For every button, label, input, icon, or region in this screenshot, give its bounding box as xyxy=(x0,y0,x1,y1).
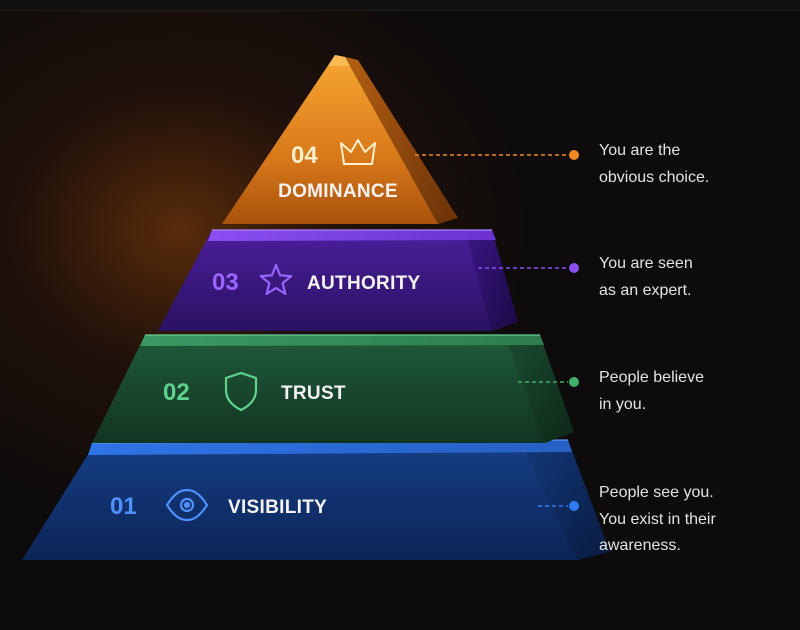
connector-visibility xyxy=(538,501,579,511)
description-line: You exist in their xyxy=(599,510,716,528)
tier-trust xyxy=(92,334,574,443)
connector-dot-visibility xyxy=(569,501,579,511)
top-bar xyxy=(0,0,800,11)
connector-dominance xyxy=(415,150,579,160)
shield-icon xyxy=(224,371,258,412)
description-dominance: You are the obvious choice. xyxy=(599,138,779,191)
description-visibility: People see you. You exist in their aware… xyxy=(599,480,779,560)
description-line: People believe xyxy=(599,369,704,386)
star-icon xyxy=(259,263,293,296)
tier-number-trust: 02 xyxy=(163,379,190,406)
tier-label-dominance: DOMINANCE xyxy=(278,181,398,202)
description-line: You are seen xyxy=(599,255,693,272)
description-trust: People believe in you. xyxy=(599,365,779,418)
description-line: awareness. xyxy=(599,537,681,554)
description-line: as an expert. xyxy=(599,281,692,299)
description-authority: You are seen as an expert. xyxy=(599,251,779,304)
tier-number-dominance: 04 xyxy=(291,142,318,169)
crown-icon xyxy=(340,139,376,165)
eye-icon xyxy=(165,488,209,522)
connector-trust xyxy=(518,377,579,387)
tier-number-authority: 03 xyxy=(212,269,239,296)
tier-authority xyxy=(158,229,518,331)
tier-label-authority: AUTHORITY xyxy=(307,273,421,294)
connector-dot-authority xyxy=(569,263,579,273)
connector-authority xyxy=(478,263,579,273)
connector-dot-dominance xyxy=(569,150,579,160)
connector-dot-trust xyxy=(569,377,579,387)
description-line: You are the xyxy=(599,142,681,159)
tier-label-trust: TRUST xyxy=(281,383,346,404)
description-line: obvious choice. xyxy=(599,168,710,186)
tier-label-visibility: VISIBILITY xyxy=(228,497,327,518)
description-line: People see you. xyxy=(599,484,714,501)
tier-number-visibility: 01 xyxy=(110,493,137,520)
tier-dominance xyxy=(222,55,458,224)
description-line: in you. xyxy=(599,395,647,413)
